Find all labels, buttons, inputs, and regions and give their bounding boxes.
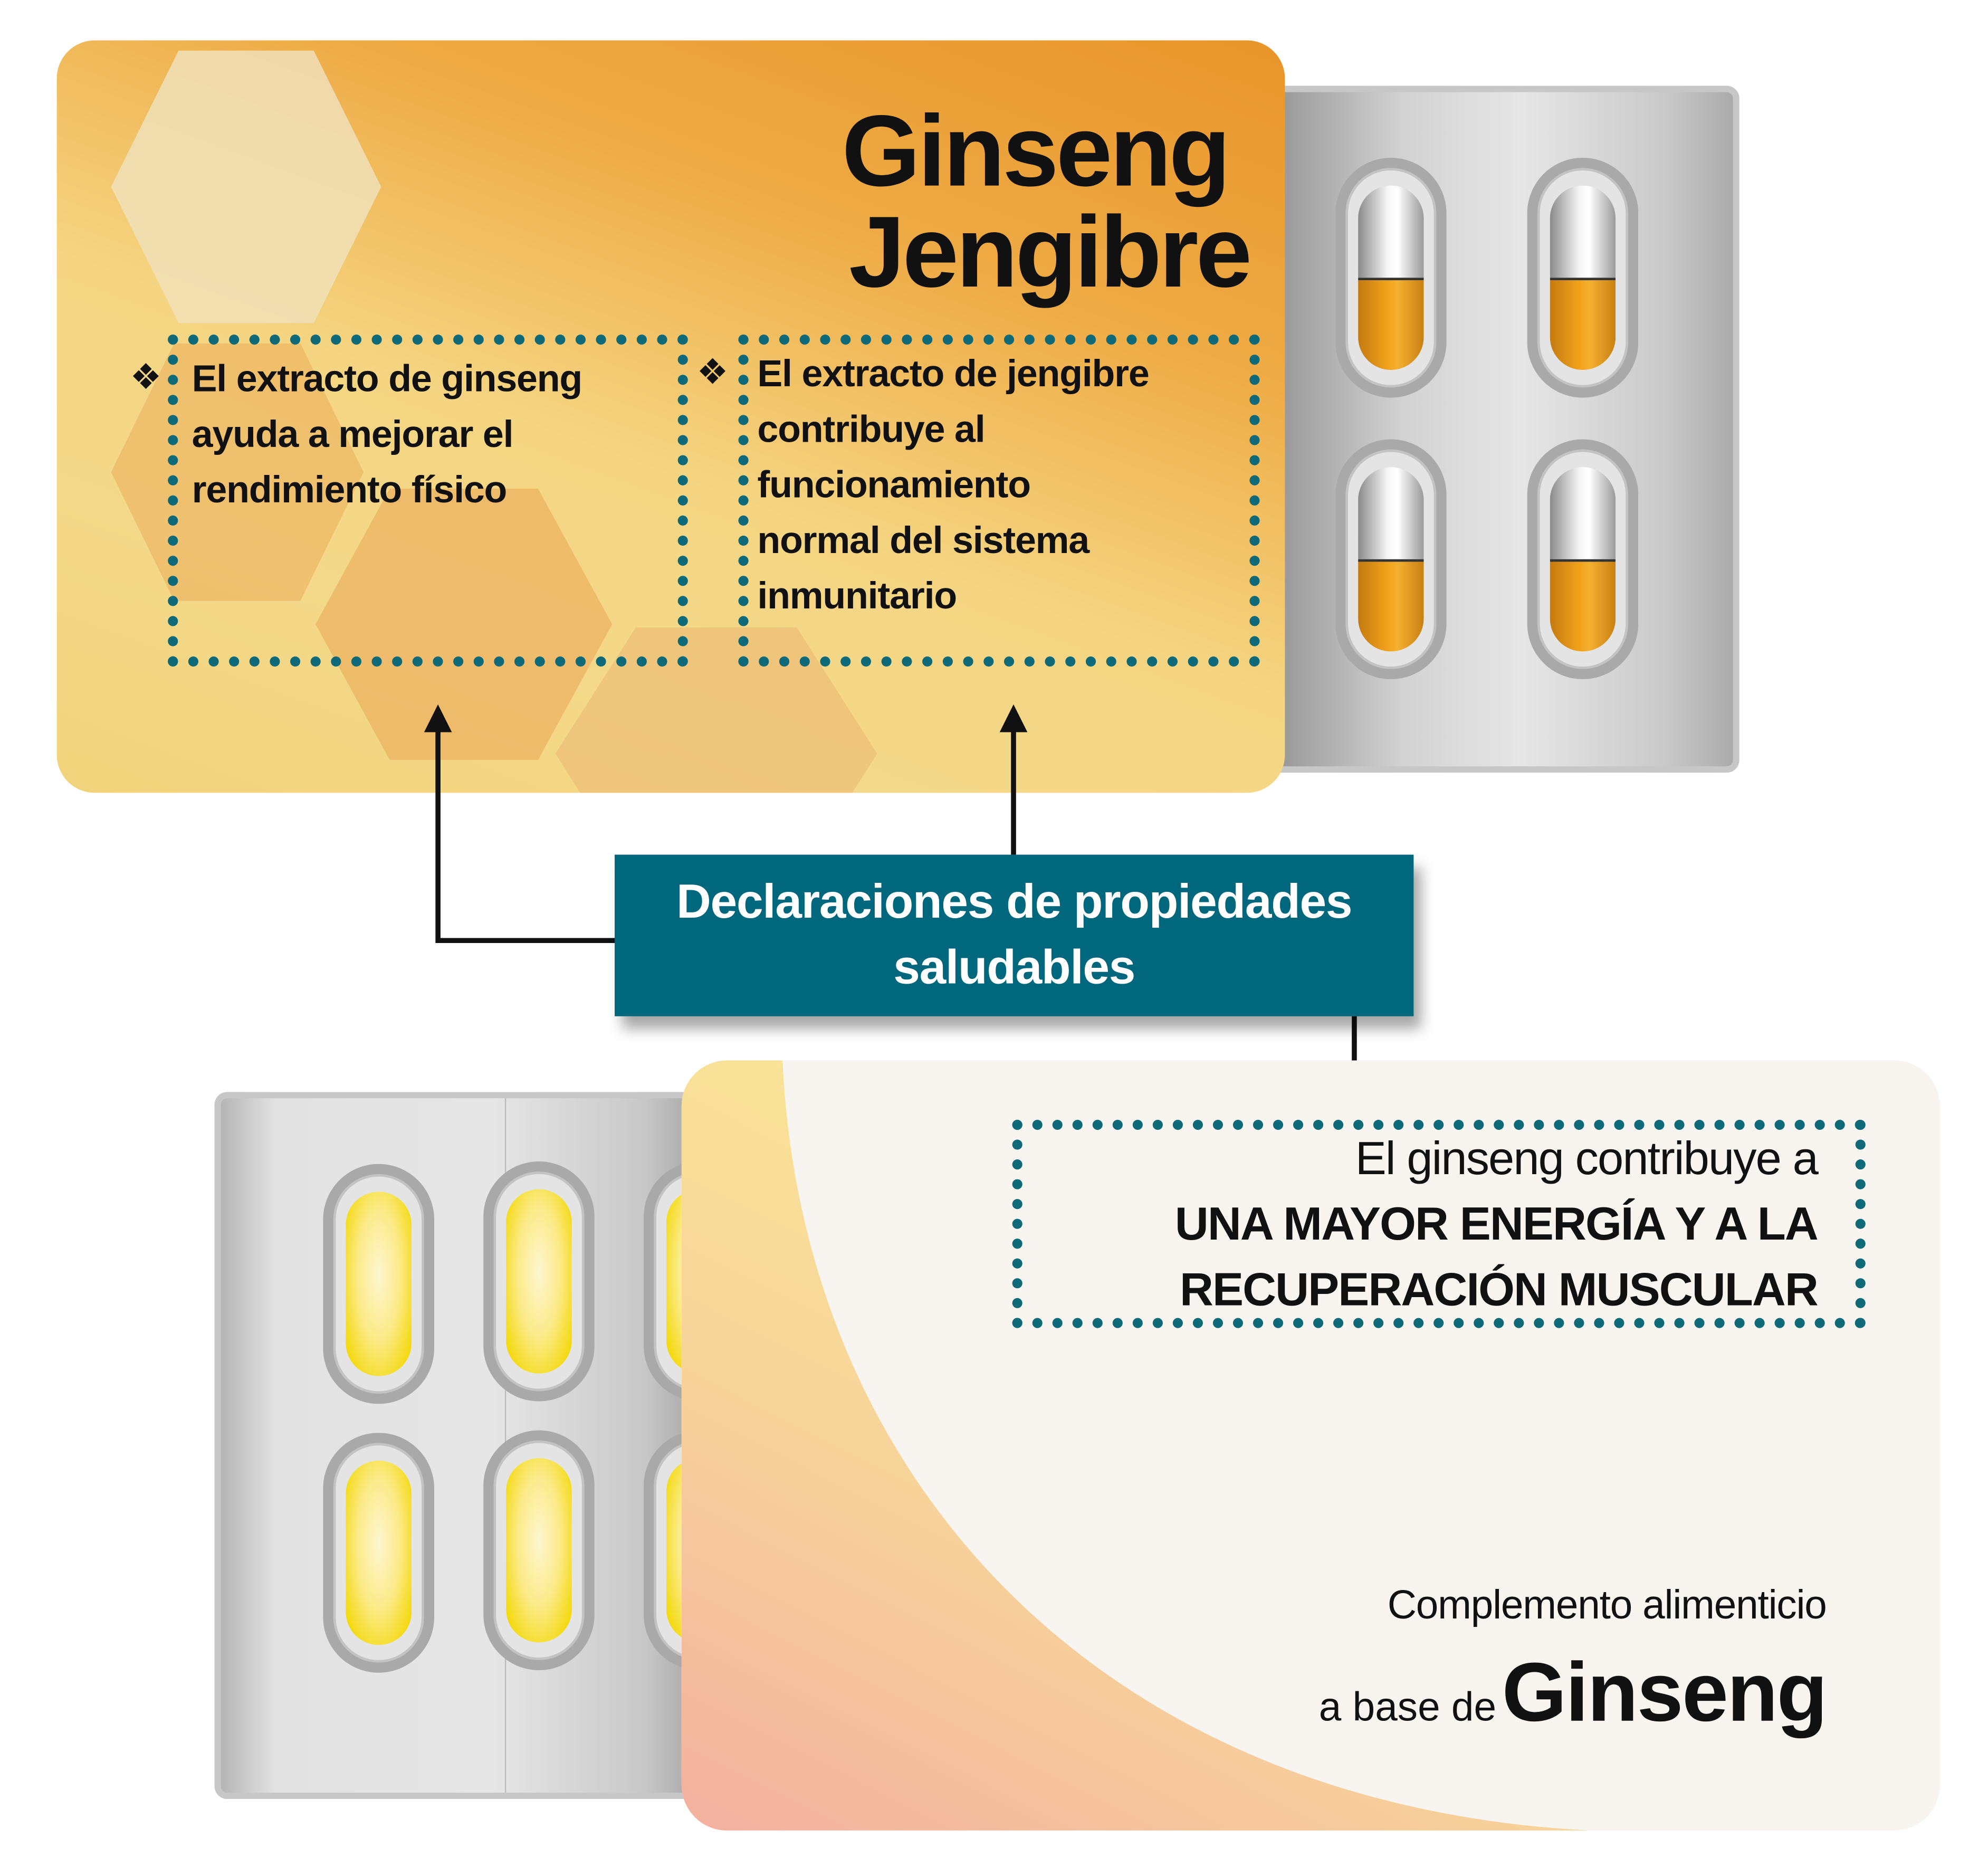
claim-line: UNA MAYOR ENERGÍA Y A LA (1174, 1198, 1819, 1250)
capsule-pocket (483, 1161, 595, 1402)
claim-line: funcionamiento (757, 464, 1031, 507)
claim-line: contribuye al (757, 409, 985, 451)
product-title-line1: Ginseng (842, 94, 1231, 207)
product-base: a base de Ginseng (1318, 1644, 1828, 1740)
claim-line: El ginseng contribuye a (1355, 1132, 1819, 1184)
claim-line: RECUPERACIÓN MUSCULAR (1180, 1263, 1819, 1316)
claim-text-ginseng: El extracto de ginseng ayuda a mejorar e… (192, 352, 583, 519)
arrowhead-icon (999, 704, 1028, 732)
health-claims-label: Declaraciones de propiedades saludables (615, 854, 1414, 1016)
product-title-line2: Jengibre (848, 195, 1252, 308)
softgel-capsule-icon (346, 1460, 412, 1645)
arrow-to-ginseng-claim (435, 726, 619, 944)
capsule-icon (1550, 185, 1616, 370)
capsule-icon (1550, 467, 1616, 652)
claim-box-energy (1012, 1119, 1866, 1328)
label-line1: Declaraciones de propiedades (676, 876, 1352, 929)
capsule-pocket (323, 1433, 434, 1673)
claim-box-ginseng (168, 334, 688, 667)
arrowhead-icon (424, 704, 452, 732)
softgel-capsule-icon (506, 1189, 572, 1374)
capsule-pocket (1335, 158, 1447, 398)
claim-line: ayuda a mejorar el (192, 414, 514, 456)
capsule-pocket (483, 1430, 595, 1671)
energy-claim-text: El ginseng contribuye a UNA MAYOR ENERGÍ… (1174, 1126, 1819, 1323)
diamond-bullet-icon: ❖ (130, 357, 162, 397)
claim-line: rendimiento físico (192, 469, 508, 511)
capsule-icon (1358, 467, 1424, 652)
claim-line: inmunitario (757, 575, 957, 617)
capsule-pocket (1527, 158, 1639, 398)
claim-line: El extracto de jengibre (757, 353, 1149, 395)
capsule-pocket (1527, 439, 1639, 680)
bottom-blister-pack (214, 1092, 755, 1799)
top-blister-pack (1256, 85, 1739, 773)
claim-box-jengibre (738, 334, 1260, 667)
label-line2: saludables (893, 941, 1135, 995)
product-subtitle: Complemento alimenticio (1387, 1582, 1827, 1627)
softgel-capsule-icon (506, 1458, 572, 1643)
claim-line: normal del sistema (757, 520, 1089, 562)
claim-line: El extracto de ginseng (192, 358, 583, 401)
curved-gradient-decoration (681, 1060, 1591, 1831)
base-name: Ginseng (1502, 1645, 1828, 1739)
capsule-pocket (1335, 439, 1447, 680)
claim-text-jengibre: El extracto de jengibre contribuye al fu… (757, 347, 1149, 625)
capsule-pocket (323, 1164, 434, 1404)
softgel-capsule-icon (346, 1192, 412, 1376)
top-package-card: Ginseng Jengibre ❖ El extracto de ginsen… (56, 40, 1285, 793)
base-prefix: a base de (1318, 1684, 1497, 1730)
bottom-package-card: El ginseng contribuye a UNA MAYOR ENERGÍ… (681, 1060, 1940, 1831)
capsule-icon (1358, 185, 1424, 370)
diamond-bullet-icon: ❖ (696, 352, 729, 392)
